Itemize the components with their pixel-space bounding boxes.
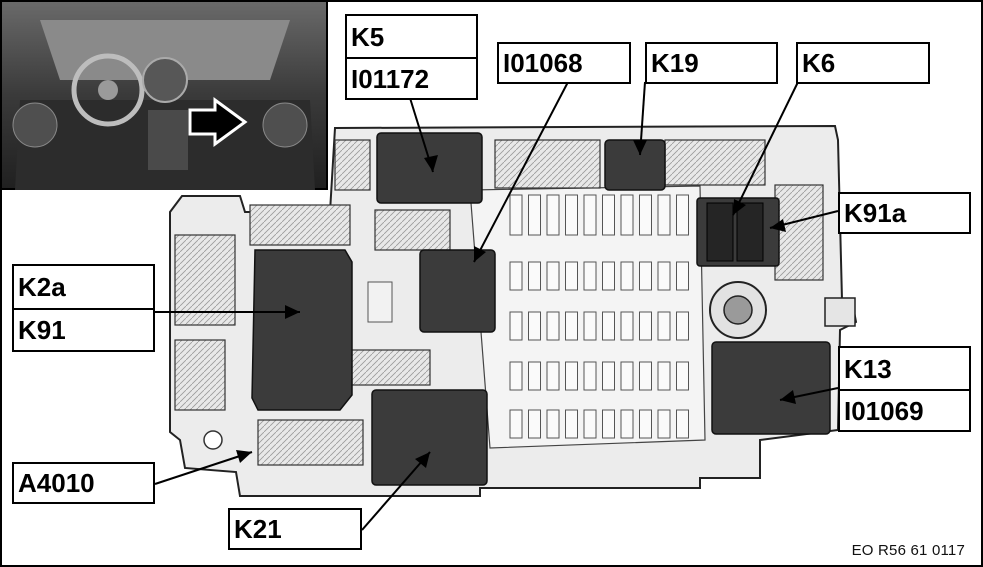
- location-arrow-icon: [188, 97, 248, 147]
- vehicle-location-inset: [0, 0, 328, 190]
- fuse-slot: [546, 311, 560, 341]
- label-k2a: K2a: [18, 272, 66, 302]
- label-a4010: A4010: [12, 462, 155, 504]
- fuse-slot: [602, 311, 615, 341]
- fuse-slot: [639, 311, 652, 341]
- fuse-slot: [602, 409, 615, 439]
- fuse-slot: [509, 409, 523, 439]
- fuse-slot: [509, 361, 523, 391]
- fuse-slot: [676, 409, 689, 439]
- fuse-slot: [657, 361, 671, 391]
- label-k21: K21: [228, 508, 362, 550]
- label-k2a-k91: K2a K91: [12, 264, 155, 352]
- fuse-slot: [620, 261, 634, 291]
- fuse-slot: [620, 194, 634, 236]
- fuse-slot: [565, 261, 578, 291]
- fuse-slot: [602, 194, 615, 236]
- fuse-slot: [676, 261, 689, 291]
- fuse-slot: [509, 311, 523, 341]
- fuse-array: [509, 194, 689, 439]
- fuse-slot: [565, 311, 578, 341]
- fuse-slot: [676, 361, 689, 391]
- fuse-slot: [676, 311, 689, 341]
- fuse-slot: [583, 409, 597, 439]
- label-i01069: I01069: [840, 389, 969, 430]
- fuse-slot: [583, 261, 597, 291]
- fuse-slot: [528, 261, 541, 291]
- fuse-slot: [657, 194, 671, 236]
- fuse-slot: [657, 311, 671, 341]
- fuse-slot: [639, 409, 652, 439]
- fuse-slot: [583, 361, 597, 391]
- fuse-slot: [565, 194, 578, 236]
- fuse-slot: [546, 361, 560, 391]
- fuse-slot: [509, 194, 523, 236]
- fuse-slot: [639, 194, 652, 236]
- fuse-slot: [639, 261, 652, 291]
- fuse-slot: [676, 194, 689, 236]
- connectors: [174, 139, 824, 466]
- fuse-slot: [528, 409, 541, 439]
- fuse-slot: [657, 261, 671, 291]
- fuse-slot: [620, 361, 634, 391]
- label-i01172: I01172: [347, 57, 476, 98]
- fuse-slot: [509, 261, 523, 291]
- fuse-slot: [546, 194, 560, 236]
- fuse-slot: [583, 311, 597, 341]
- fuse-slot: [528, 311, 541, 341]
- label-k13-i01069: K13 I01069: [838, 346, 971, 432]
- label-k5: K5: [351, 21, 385, 52]
- fuse-slot: [528, 194, 541, 236]
- fuse-slot: [583, 194, 597, 236]
- fuse-slot: [620, 311, 634, 341]
- fuse-slot: [620, 409, 634, 439]
- label-k91a: K91a: [838, 192, 971, 234]
- fuse-slot: [639, 361, 652, 391]
- fuse-slot: [546, 261, 560, 291]
- drawing-reference-number: EO R56 61 0117: [851, 542, 965, 559]
- fuse-slot: [528, 361, 541, 391]
- relays: [251, 132, 856, 486]
- label-k91: K91: [14, 308, 153, 350]
- leader-arrowheads: [236, 140, 796, 468]
- fuse-slot: [602, 361, 615, 391]
- fuse-slot: [657, 409, 671, 439]
- label-i01068: I01068: [497, 42, 631, 84]
- fuse-slot: [565, 361, 578, 391]
- label-k19: K19: [645, 42, 778, 84]
- fuse-slot: [565, 409, 578, 439]
- fuse-slot: [602, 261, 615, 291]
- label-k5-i01172: K5 I01172: [345, 14, 478, 100]
- label-k6: K6: [796, 42, 930, 84]
- fuse-slot: [546, 409, 560, 439]
- label-k13: K13: [844, 353, 892, 384]
